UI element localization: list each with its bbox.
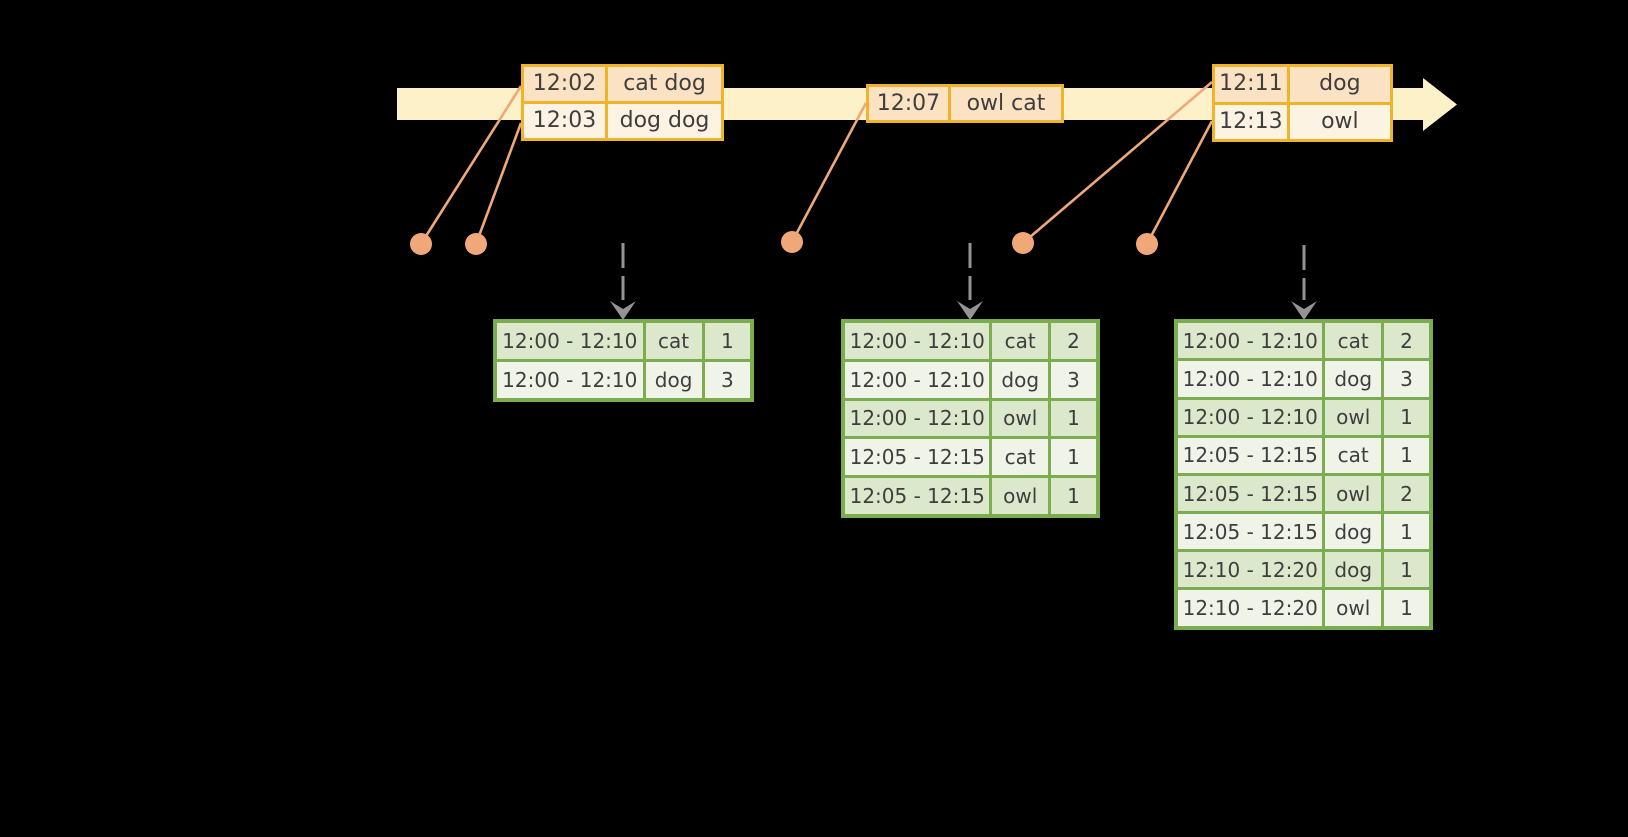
table-cell: owl bbox=[989, 474, 1052, 518]
table-cell: 2 bbox=[1381, 319, 1433, 362]
table-cell: owl bbox=[989, 397, 1052, 440]
table-cell: 1 bbox=[1381, 587, 1433, 630]
timeline-arrow-head bbox=[1423, 78, 1457, 131]
table-cell: 12:00 - 12:10 bbox=[841, 397, 993, 440]
connector-line-12-13 bbox=[1145, 120, 1214, 245]
table-cell: 12:10 - 12:20 bbox=[1174, 587, 1326, 630]
table-cell: 12:02 bbox=[521, 64, 608, 104]
table-cell: 12:10 - 12:20 bbox=[1174, 549, 1326, 591]
table-cell: 1 bbox=[1048, 436, 1100, 478]
event-dot-12-11 bbox=[1012, 232, 1034, 254]
event-dots bbox=[410, 231, 1158, 255]
table-cell: 12:05 - 12:15 bbox=[1174, 472, 1326, 515]
table-cell: 12:13 bbox=[1212, 101, 1290, 142]
table-cell: 12:00 - 12:10 bbox=[1174, 396, 1326, 438]
table-cell: cat bbox=[989, 319, 1052, 362]
table-cell: cat dog bbox=[605, 64, 724, 104]
table-cell: 2 bbox=[1048, 319, 1100, 362]
event-dot-12-13 bbox=[1136, 233, 1158, 255]
table-cell: dog dog bbox=[605, 101, 724, 141]
table-cell: 12:00 - 12:10 bbox=[493, 319, 646, 362]
table-cell: 12:00 - 12:10 bbox=[841, 359, 993, 401]
event-connector-lines bbox=[419, 81, 1214, 245]
table-cell: 1 bbox=[701, 319, 754, 362]
event-dot-12-03 bbox=[465, 233, 487, 255]
trigger-arrow-lines bbox=[621, 243, 1306, 300]
table-cell: 1 bbox=[1381, 511, 1433, 553]
table-cell: cat bbox=[989, 436, 1052, 478]
table-cell: dog bbox=[1322, 511, 1385, 553]
connector-line-12-02 bbox=[419, 85, 523, 245]
table-cell: 1 bbox=[1381, 434, 1433, 476]
table-cell: owl bbox=[1322, 472, 1385, 515]
table-cell: 3 bbox=[1048, 359, 1100, 401]
table-cell: owl bbox=[1322, 396, 1385, 438]
table-cell: dog bbox=[1322, 549, 1385, 591]
table-cell: 1 bbox=[1381, 396, 1433, 438]
trigger-arrow-head-3 bbox=[1291, 301, 1317, 320]
table-cell: 12:05 - 12:15 bbox=[1174, 511, 1326, 553]
connector-line-12-11 bbox=[1022, 81, 1213, 244]
table-cell: 3 bbox=[701, 359, 754, 402]
table-cell: 12:00 - 12:10 bbox=[1174, 319, 1326, 362]
table-cell: 3 bbox=[1381, 358, 1433, 400]
table-cell: 12:05 - 12:15 bbox=[841, 474, 993, 518]
table-cell: dog bbox=[642, 359, 705, 402]
table-cell: cat bbox=[1322, 434, 1385, 476]
trigger-arrow-head-2 bbox=[957, 301, 983, 320]
table-cell: 1 bbox=[1048, 397, 1100, 440]
table-cell: 1 bbox=[1048, 474, 1100, 518]
table-cell: 12:00 - 12:10 bbox=[493, 359, 646, 402]
trigger-arrow-head-1 bbox=[610, 301, 636, 320]
table-cell: 12:00 - 12:10 bbox=[841, 319, 993, 362]
table-cell: dog bbox=[1286, 64, 1394, 105]
event-dot-12-02 bbox=[410, 233, 432, 255]
table-cell: 12:00 - 12:10 bbox=[1174, 358, 1326, 400]
table-cell: 12:07 bbox=[866, 84, 951, 123]
event-dot-12-07 bbox=[781, 231, 803, 253]
table-cell: dog bbox=[1322, 358, 1385, 400]
table-cell: owl cat bbox=[947, 84, 1065, 123]
table-cell: dog bbox=[989, 359, 1052, 401]
connector-line-12-03 bbox=[474, 122, 523, 245]
table-cell: 1 bbox=[1381, 549, 1433, 591]
table-cell: 12:03 bbox=[521, 101, 608, 141]
table-cell: 12:05 - 12:15 bbox=[841, 436, 993, 478]
table-cell: 2 bbox=[1381, 472, 1433, 515]
table-cell: owl bbox=[1322, 587, 1385, 630]
table-cell: cat bbox=[1322, 319, 1385, 362]
table-cell: cat bbox=[642, 319, 705, 362]
trigger-arrow-heads bbox=[610, 301, 1317, 320]
table-cell: 12:05 - 12:15 bbox=[1174, 434, 1326, 476]
table-cell: owl bbox=[1286, 101, 1394, 142]
table-cell: 12:11 bbox=[1212, 64, 1290, 105]
connector-line-12-07 bbox=[790, 102, 868, 243]
